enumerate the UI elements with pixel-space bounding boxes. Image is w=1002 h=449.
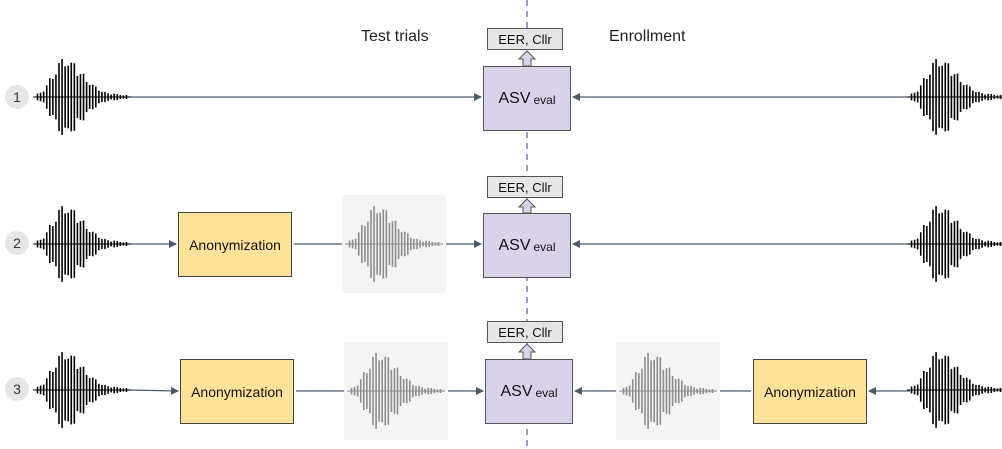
row-1-asv-subscript: eval <box>533 92 556 107</box>
row-1-enroll-waveform <box>907 59 1002 135</box>
row-1-metric-arrow <box>517 50 537 67</box>
row-3-number: 3 <box>5 377 29 401</box>
row-1-metric-box: EER, Cllr <box>487 28 563 50</box>
row-1-number: 1 <box>5 85 29 109</box>
row-2-anonymized-test-waveform <box>342 195 446 293</box>
row-3-metric-arrow <box>517 343 537 360</box>
row-3-test-anonymization-box: Anonymization <box>180 359 294 424</box>
row-2-number: 2 <box>5 231 29 255</box>
row-1-test-waveform <box>33 59 131 135</box>
header-test-trials: Test trials <box>361 28 429 45</box>
row-2-enroll-waveform <box>907 206 1002 282</box>
row-2-test-anonymization-box: Anonymization <box>178 212 292 277</box>
row-3-asv-label: ASV <box>500 382 533 400</box>
row-3-anonymized-test-waveform <box>344 342 448 440</box>
row-3-metric-box: EER, Cllr <box>487 321 563 343</box>
row-3-enroll-waveform <box>907 352 1002 428</box>
row-2-metric-arrow <box>517 198 537 214</box>
row-2-asv-subscript: eval <box>533 239 556 254</box>
header-enrollment: Enrollment <box>609 28 686 45</box>
row-2-metric-box: EER, Cllr <box>487 176 563 198</box>
row-3-anonymized-enroll-waveform <box>616 342 720 440</box>
row-3-asv-subscript: eval <box>535 385 558 400</box>
row-2-asv-label: ASV <box>498 236 531 254</box>
row-1-asv-label: ASV <box>498 89 531 107</box>
row-2-test-waveform <box>33 206 131 282</box>
row-3-enroll-anonymization-box: Anonymization <box>753 359 867 424</box>
row-3-test-waveform <box>33 352 131 428</box>
row-3-test-connector-a <box>127 386 179 395</box>
